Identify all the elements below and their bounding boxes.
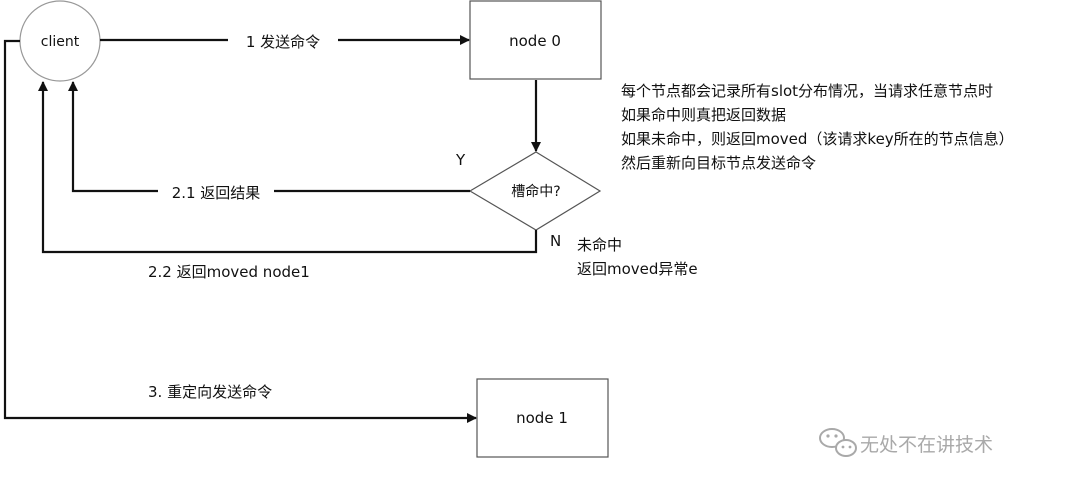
client-label: client [41,34,80,50]
yes-label: Y [455,151,466,169]
edge-send-label: 1 发送命令 [246,33,320,51]
explanation-line-4: 然后重新向目标节点发送命令 [621,154,816,172]
explanation-line-1: 每个节点都会记录所有slot分布情况，当请求任意节点时 [621,82,993,100]
wechat-icon [819,428,857,457]
edge-redirect-label: 3. 重定向发送命令 [148,383,272,401]
edge-hit-label-bg [158,179,274,203]
explanation-line-3: 如果未命中，则返回moved（该请求key所在的节点信息） [621,130,1014,148]
edge-moved-return [38,81,538,254]
explanation-line-2: 如果命中则真把返回数据 [621,106,786,124]
edge-hit-label: 2.1 返回结果 [172,184,261,202]
decision-label: 槽命中? [511,183,560,200]
no-label: N [550,232,561,250]
edge-redirect [3,39,477,423]
node-1-label: node 1 [516,409,568,427]
edge-moved-label: 2.2 返回moved node1 [148,263,310,281]
node-1-box [476,378,609,458]
edge-send-label-bg [228,28,338,52]
miss-note-line-1: 未命中 [577,236,622,254]
watermark-text: 无处不在讲技术 [860,434,993,456]
node-0-label: node 0 [509,32,561,50]
miss-note-line-2: 返回moved异常e [577,260,698,278]
node-0-box [469,0,602,80]
edge-hit-return [68,81,470,193]
